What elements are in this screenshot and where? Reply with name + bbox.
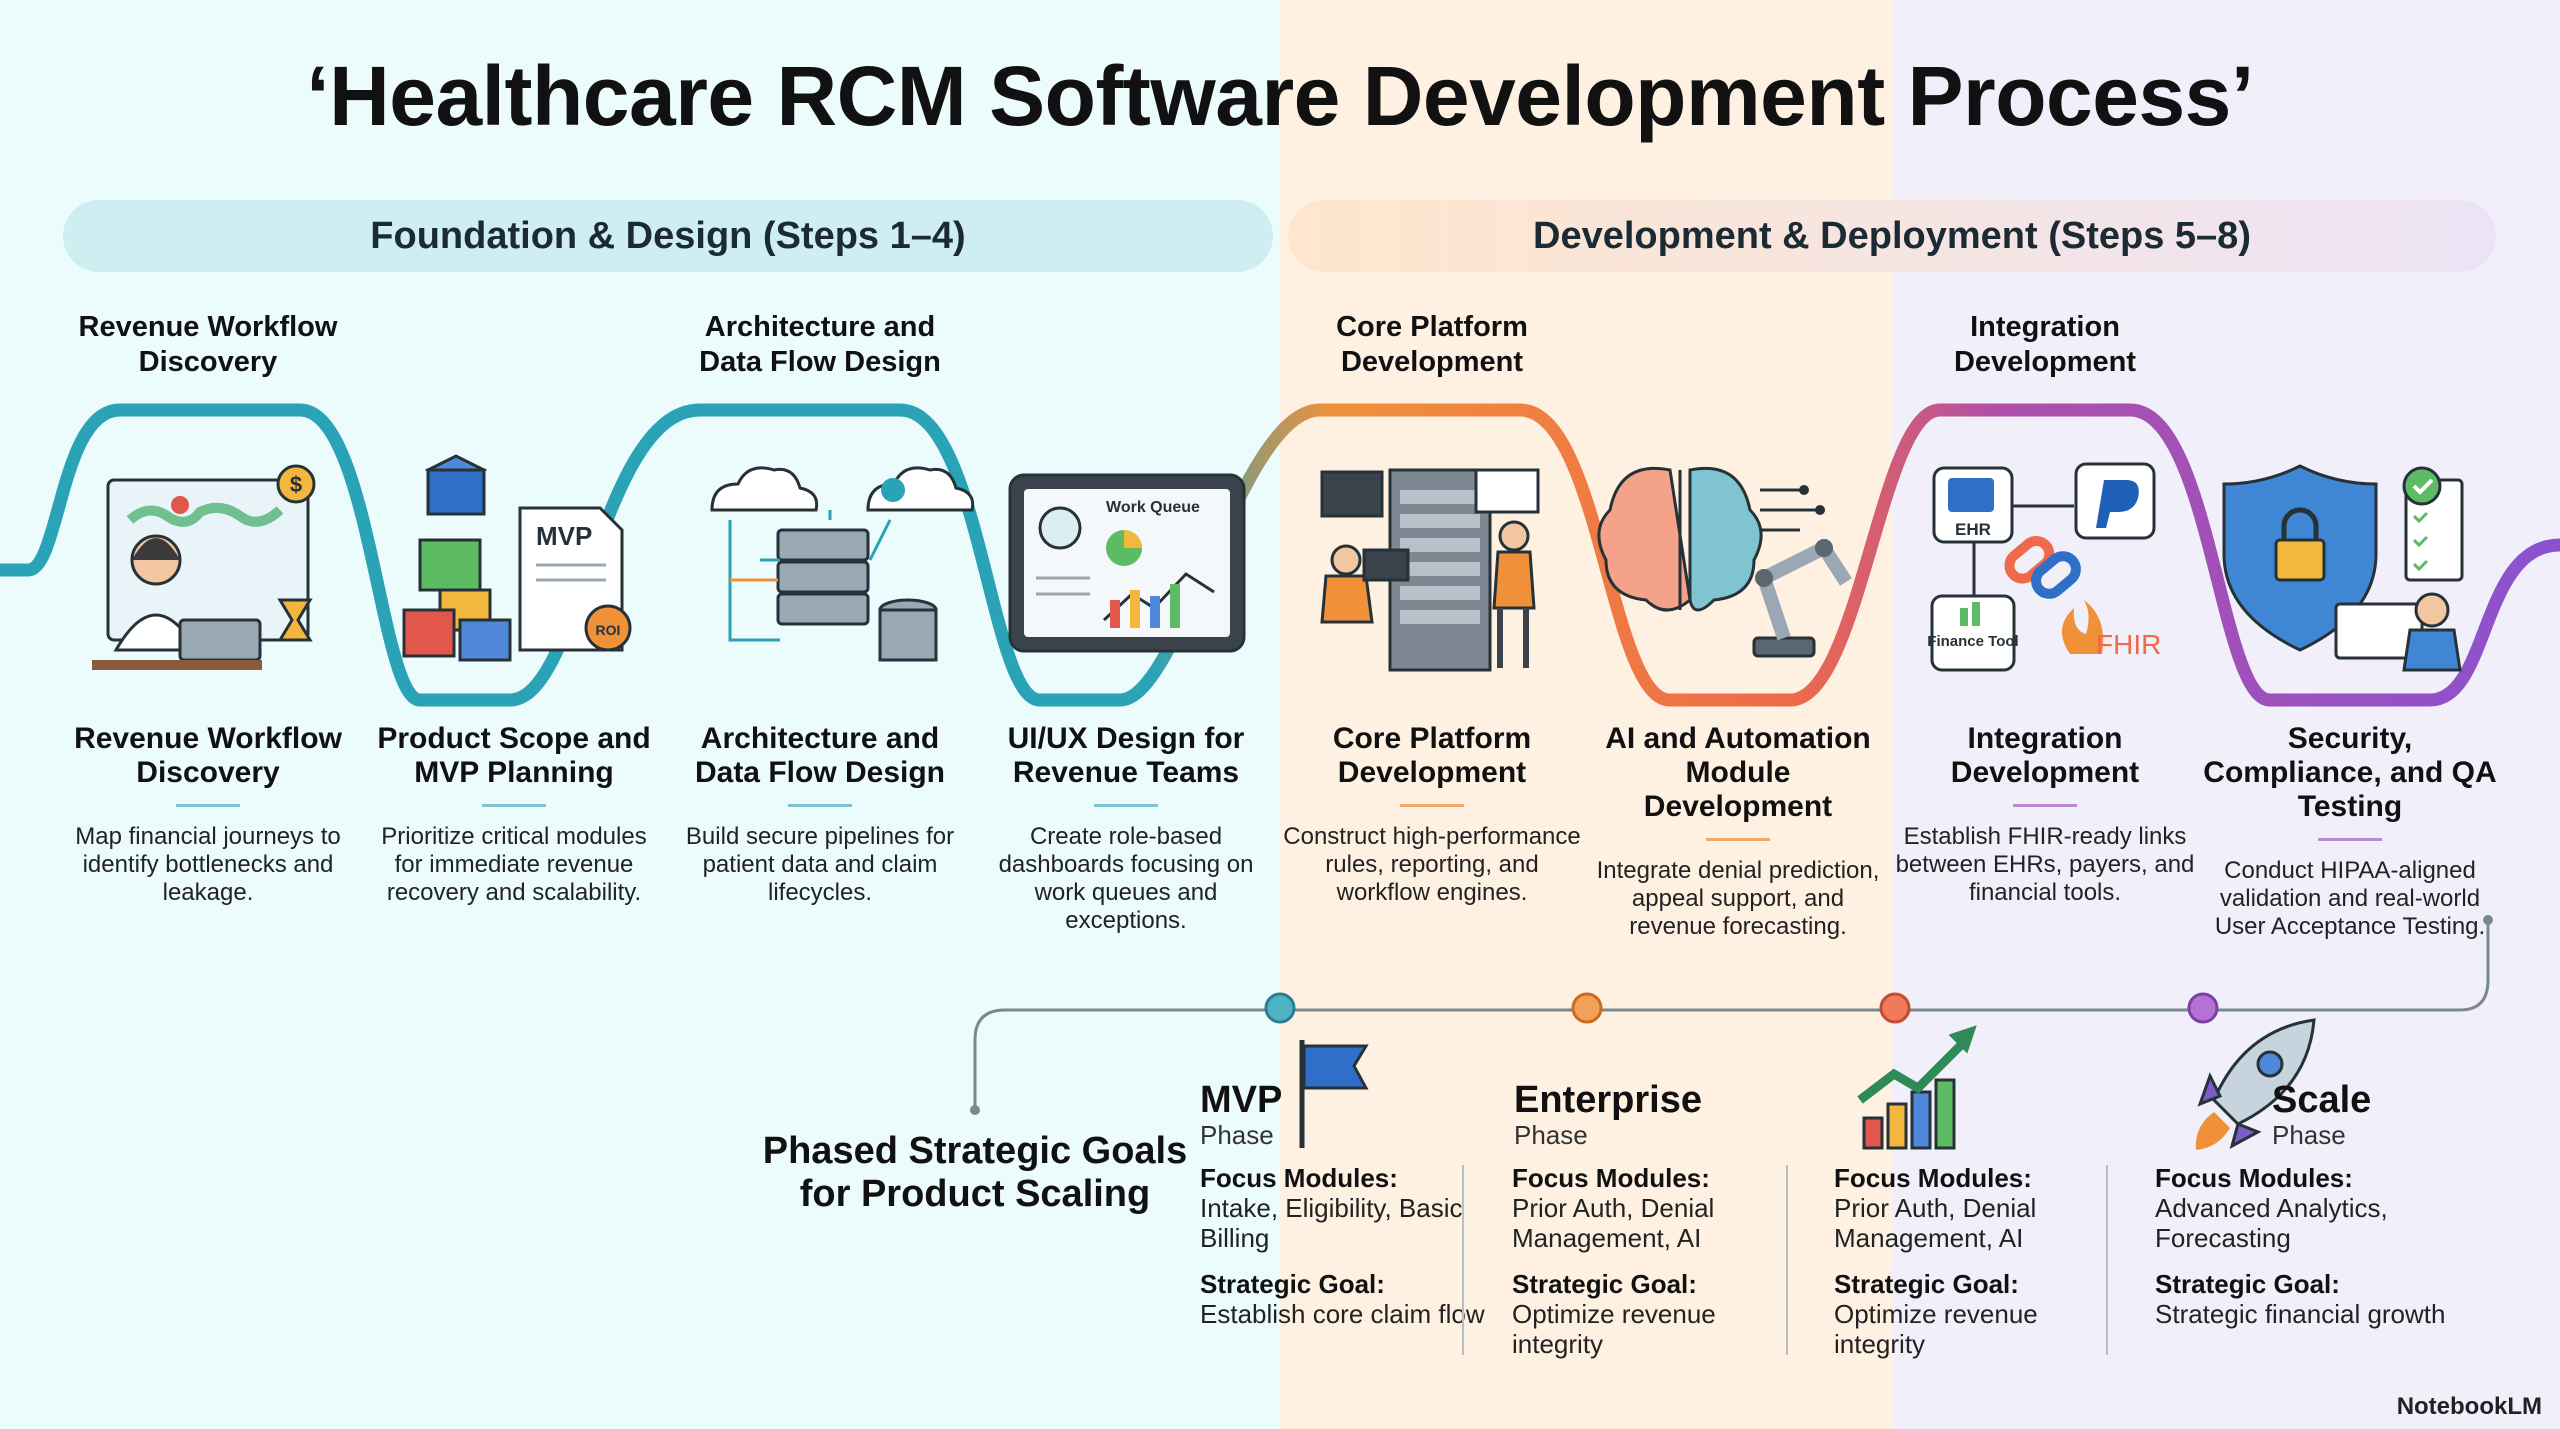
mvp-doc-label: MVP [536, 521, 592, 551]
step-divider [1400, 804, 1464, 807]
focus-label: Focus Modules: [2155, 1163, 2353, 1193]
step-divider [1706, 838, 1770, 841]
discovery-illustration-icon: $ [92, 464, 316, 670]
top-title-discovery: Revenue Workflow Discovery [78, 311, 338, 378]
milestone-enterprise [1571, 992, 1603, 1024]
focus-modules: Advanced Analytics, Forecasting [2155, 1193, 2388, 1253]
step-2: Product Scope and MVP Planning Prioritiz… [364, 722, 664, 907]
phase-body-scale: Focus Modules: Advanced Analytics, Forec… [2155, 1163, 2455, 1329]
work-queue-tablet-icon: Work Queue [1008, 473, 1246, 653]
phase-separator [1462, 1165, 1464, 1355]
phase-separator [1786, 1165, 1788, 1355]
growth-chart-icon [1857, 1025, 1977, 1150]
fhir-label: FHIR [2096, 629, 2161, 660]
svg-text:$: $ [290, 472, 302, 497]
focus-label: Focus Modules: [1834, 1163, 2032, 1193]
focus-modules: Prior Auth, Denial Management, AI [1512, 1193, 1715, 1253]
phase-name-scale: Scale [2272, 1079, 2372, 1121]
step-description: Create role-based dashboards focusing on… [998, 823, 1254, 934]
finance-tool-label: Finance Tool [1927, 633, 2018, 650]
milestone-mvp [1264, 992, 1296, 1024]
banner-development: Development & Deployment (Steps 5–8) [1288, 200, 2496, 272]
step-title: AI and Automation Module Development [1605, 722, 1871, 823]
step-description: Build secure pipelines for patient data … [685, 823, 955, 906]
architecture-icon [710, 466, 975, 662]
step-1: Revenue Workflow Discovery Map financial… [58, 722, 358, 907]
step-description: Conduct HIPAA-aligned validation and rea… [2214, 857, 2486, 940]
flag-icon [1299, 1040, 1369, 1148]
rocket-icon [2195, 1018, 2316, 1150]
page-title: ‘Healthcare RCM Software Development Pro… [306, 49, 2254, 143]
focus-label: Focus Modules: [1512, 1163, 1710, 1193]
step-description: Establish FHIR-ready links between EHRs,… [1895, 823, 2195, 906]
goals-title: Phased Strategic Goals for Product Scali… [762, 1130, 1188, 1215]
phase-body-mvp: Focus Modules: Intake, Eligibility, Basi… [1200, 1163, 1500, 1329]
integration-icon: EHR Finance Tool FHIR [1927, 462, 2161, 672]
goal-label: Strategic Goal: [1834, 1269, 2019, 1299]
focus-label: Focus Modules: [1200, 1163, 1398, 1193]
step-description: Map financial journeys to identify bottl… [75, 823, 341, 906]
step-8: Security, Compliance, and QA Testing Con… [2200, 722, 2500, 941]
step-4: UI/UX Design for Revenue Teams Create ro… [976, 722, 1276, 935]
step-description: Construct high-performance rules, report… [1283, 823, 1581, 906]
phase-sub-mvp: Phase [1200, 1120, 1274, 1150]
step-title: Core Platform Development [1332, 722, 1532, 789]
step-title: Integration Development [1950, 722, 2140, 789]
goal-label: Strategic Goal: [2155, 1269, 2340, 1299]
roi-seal-label: ROI [596, 622, 621, 638]
step-divider [788, 804, 852, 807]
ehr-label: EHR [1955, 520, 1991, 539]
strategic-goal: Optimize revenue integrity [1834, 1299, 2038, 1359]
strategic-goal: Strategic financial growth [2155, 1299, 2446, 1329]
strategic-goal: Establish core claim flow [1200, 1299, 1485, 1329]
step-divider [2318, 838, 2382, 841]
focus-modules: Intake, Eligibility, Basic Billing [1200, 1193, 1463, 1253]
milestone-scale [2187, 992, 2219, 1024]
phase-sub-enterprise: Phase [1514, 1120, 1588, 1150]
step-description: Prioritize critical modules for immediat… [381, 823, 647, 906]
focus-modules: Prior Auth, Denial Management, AI [1834, 1193, 2037, 1253]
notebooklm-credit: NotebookLM [2396, 1393, 2542, 1420]
step-divider [482, 804, 546, 807]
step-7: Integration Development Establish FHIR-r… [1895, 722, 2195, 907]
goal-label: Strategic Goal: [1200, 1269, 1385, 1299]
ai-automation-icon [1597, 466, 1852, 658]
work-queue-label: Work Queue [1106, 499, 1200, 516]
phase-name-enterprise: Enterprise [1514, 1079, 1702, 1121]
roadmap-line [973, 920, 2490, 1110]
step-divider [176, 804, 240, 807]
phase-separator [2106, 1165, 2108, 1355]
milestone-growth [1879, 992, 1911, 1024]
goal-label: Strategic Goal: [1512, 1269, 1697, 1299]
top-title-architecture: Architecture and Data Flow Design [699, 311, 941, 378]
step-title: Revenue Workflow Discovery [74, 722, 342, 789]
mvp-planning-icon: MVP ROI [402, 454, 632, 662]
phase-sub-scale: Phase [2272, 1120, 2346, 1150]
phase-body-growth: Focus Modules: Prior Auth, Denial Manage… [1834, 1163, 2134, 1359]
strategic-goal: Optimize revenue integrity [1512, 1299, 1716, 1359]
step-title: Product Scope and MVP Planning [377, 722, 651, 789]
step-5: Core Platform Development Construct high… [1282, 722, 1582, 907]
flow-path [0, 403, 2560, 707]
phase-name-mvp: MVP [1200, 1079, 1283, 1121]
step-title: Security, Compliance, and QA Testing [2203, 722, 2497, 823]
top-title-core-platform: Core Platform Development [1336, 311, 1528, 378]
step-description: Integrate denial prediction, appeal supp… [1596, 857, 1880, 940]
step-divider [2013, 804, 2077, 807]
phase-body-enterprise: Focus Modules: Prior Auth, Denial Manage… [1512, 1163, 1812, 1359]
step-divider [1094, 804, 1158, 807]
step-6: AI and Automation Module Development Int… [1588, 722, 1888, 941]
step-3: Architecture and Data Flow Design Build … [670, 722, 970, 907]
step-title: Architecture and Data Flow Design [694, 722, 946, 789]
core-platform-icon [1320, 468, 1540, 672]
security-shield-icon [2222, 464, 2464, 672]
step-title: UI/UX Design for Revenue Teams [1007, 722, 1245, 789]
banner-foundation: Foundation & Design (Steps 1–4) [63, 200, 1273, 272]
top-title-integration: Integration Development [1953, 311, 2137, 378]
